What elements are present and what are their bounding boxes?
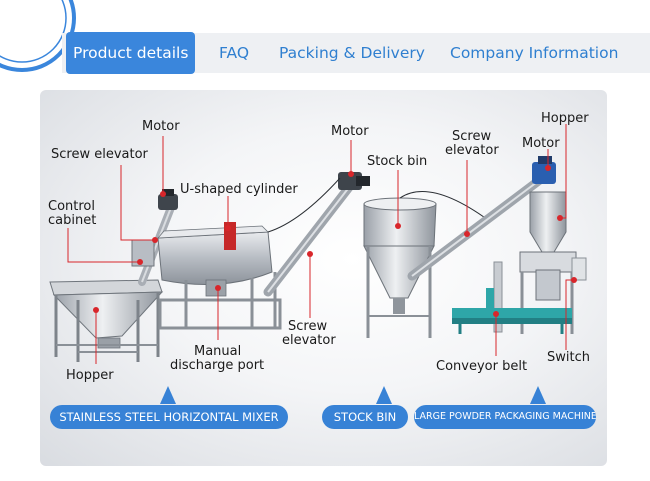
label-screw-elevator-right-line1: Screw (452, 129, 491, 144)
section-pill-stock-bin: STOCK BIN (322, 405, 408, 429)
callout-dots (93, 165, 577, 317)
label-motor-left: Motor (142, 119, 180, 134)
left-hopper-machine (49, 279, 164, 362)
diagram-panel (40, 90, 607, 466)
label-manual-discharge-line1: Manual (194, 344, 241, 359)
label-hopper-left: Hopper (66, 368, 114, 383)
label-manual-discharge-line2: discharge port (170, 358, 264, 373)
label-screw-elevator-left: Screw elevator (51, 147, 149, 162)
section-pill-mixer: STAINLESS STEEL HORIZONTAL MIXER (50, 405, 288, 429)
packaging-machine (452, 191, 587, 334)
tab-faq[interactable]: FAQ (219, 44, 250, 62)
label-motor-mid: Motor (331, 124, 369, 139)
label-conveyor-belt: Conveyor belt (436, 359, 527, 374)
pointer-mixer (160, 386, 176, 404)
label-control-cabinet-line1: Control (48, 199, 95, 214)
label-switch: Switch (547, 350, 590, 365)
label-hopper-right: Hopper (541, 111, 589, 126)
section-pill-packaging-machine: LARGE POWDER PACKAGING MACHINE (414, 405, 596, 429)
label-motor-right: Motor (522, 136, 560, 151)
tab-bar: Product details FAQ Packing & Delivery C… (62, 32, 650, 74)
tab-packing-delivery[interactable]: Packing & Delivery (279, 44, 425, 62)
callout-lines (67, 124, 574, 364)
label-screw-elevator-right-line2: elevator (445, 143, 499, 158)
pointer-stock-bin (376, 386, 392, 404)
label-screw-elevator-mid-line1: Screw (288, 319, 327, 334)
pointer-packaging-machine (530, 386, 546, 404)
label-stock-bin: Stock bin (367, 154, 427, 169)
label-screw-elevator-mid-line2: elevator (282, 333, 336, 348)
label-control-cabinet-line2: cabinet (48, 213, 96, 228)
middle-screw-elevator (263, 172, 370, 297)
company-logo: JDZN.JD (0, 0, 76, 72)
tab-product-details[interactable]: Product details (66, 32, 196, 74)
left-screw-elevator (138, 189, 178, 286)
tab-company-information[interactable]: Company Information (450, 44, 619, 62)
label-u-shaped-cylinder: U-shaped cylinder (180, 182, 298, 197)
horizontal-mixer (157, 222, 282, 330)
